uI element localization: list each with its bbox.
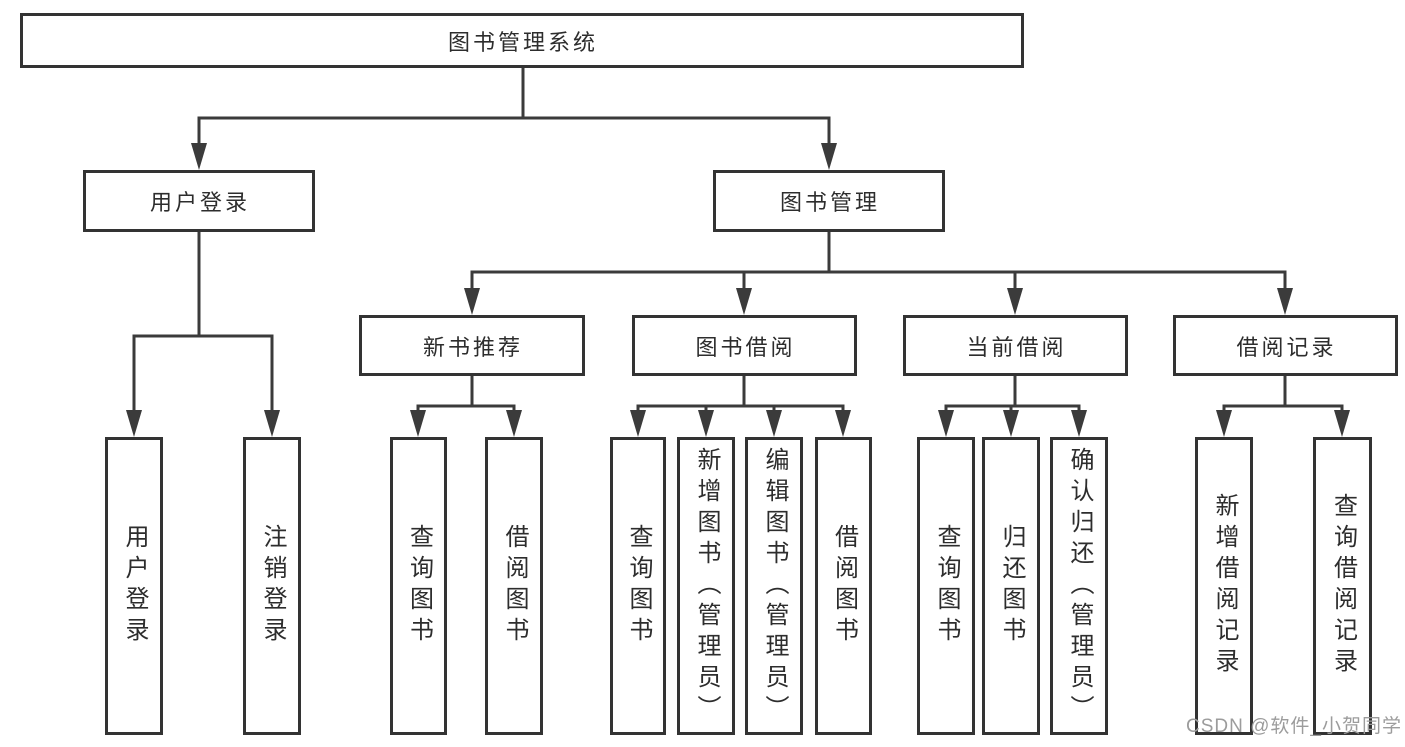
leaf-query-books-recommend: 查询图书 [390, 437, 447, 735]
node-label: 新书推荐 [422, 334, 523, 360]
leaf-borrow-books: 借阅图书 [815, 437, 872, 735]
node-label: 新增借阅记录 [1211, 493, 1238, 679]
node-label: 借阅记录 [1236, 334, 1337, 360]
node-label: 借阅图书 [501, 524, 528, 648]
leaf-add-book-admin: 新增图书（管理员） [677, 437, 735, 735]
node-label: 新增图书（管理员） [693, 446, 720, 726]
node-label: 归还图书 [998, 524, 1025, 648]
leaf-user-login: 用户登录 [105, 437, 163, 735]
leaf-edit-book-admin: 编辑图书（管理员） [745, 437, 803, 735]
node-label: 查询借阅记录 [1329, 493, 1357, 679]
node-borrowing-records: 借阅记录 [1173, 315, 1398, 376]
node-user-login: 用户登录 [83, 170, 315, 232]
leaf-confirm-return-admin: 确认归还（管理员） [1050, 437, 1108, 735]
node-label: 用户登录 [149, 190, 250, 215]
node-current-borrowing: 当前借阅 [903, 315, 1128, 376]
node-label: 确认归还（管理员） [1066, 446, 1093, 726]
leaf-query-books-borrow: 查询图书 [610, 437, 666, 735]
node-label: 当前借阅 [966, 334, 1067, 360]
leaf-return-books: 归还图书 [982, 437, 1040, 735]
node-root: 图书管理系统 [20, 13, 1024, 68]
arrowheads [126, 143, 1350, 437]
leaf-logout: 注销登录 [243, 437, 301, 735]
node-new-book-recommend: 新书推荐 [359, 315, 585, 376]
csdn-watermark: CSDN @软件_小贺同学 [1186, 716, 1402, 737]
node-label: 注销登录 [259, 524, 286, 648]
node-label: 借阅图书 [830, 524, 858, 648]
node-label: 编辑图书（管理员） [761, 446, 788, 726]
node-label: 图书管理 [779, 190, 880, 215]
node-book-management: 图书管理 [713, 170, 945, 232]
leaf-add-borrow-record: 新增借阅记录 [1195, 437, 1253, 735]
node-label: 图书借阅 [695, 334, 796, 360]
leaf-borrow-books-recommend: 借阅图书 [485, 437, 543, 735]
node-book-borrowing: 图书借阅 [632, 315, 857, 376]
node-label: 查询图书 [625, 524, 652, 648]
node-label: 用户登录 [121, 524, 148, 648]
leaf-query-books-current: 查询图书 [917, 437, 975, 735]
leaf-query-borrow-record: 查询借阅记录 [1313, 437, 1372, 735]
node-label: 图书管理系统 [447, 29, 598, 55]
node-label: 查询图书 [933, 524, 960, 648]
node-label: 查询图书 [405, 524, 433, 648]
